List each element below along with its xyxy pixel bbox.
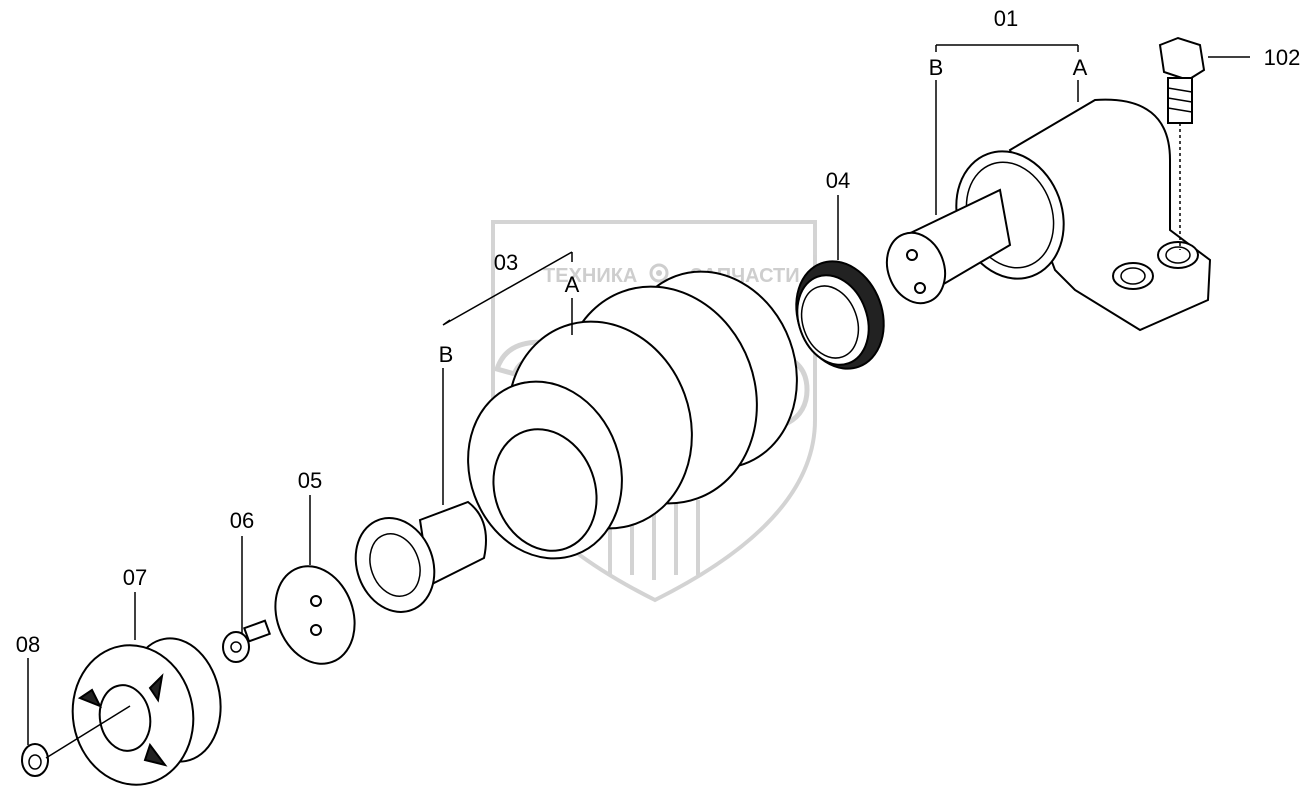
label-b-top: B — [929, 55, 944, 80]
label-07: 07 — [123, 565, 147, 590]
label-a-mid: A — [565, 272, 580, 297]
part-labels: 01 B A 102 04 03 A B 05 06 07 08 — [16, 6, 1301, 657]
label-01: 01 — [994, 6, 1018, 31]
part-03-roller — [467, 270, 798, 560]
label-05: 05 — [298, 468, 322, 493]
part-04-seal — [795, 260, 885, 370]
label-b-mid: B — [439, 342, 454, 367]
label-08: 08 — [16, 632, 40, 657]
part-102-bolt — [1158, 36, 1206, 250]
label-a-top: A — [1073, 55, 1088, 80]
part-07-cap — [71, 637, 222, 786]
leader-lines — [27, 44, 1250, 759]
part-06-screw — [222, 619, 272, 663]
label-06: 06 — [230, 508, 254, 533]
part-01-housing — [885, 98, 1212, 332]
part-08-plug — [21, 743, 49, 777]
label-03: 03 — [494, 250, 518, 275]
watermark-left-text: ТЕХНИКА — [543, 265, 637, 287]
label-04: 04 — [826, 168, 850, 193]
watermark-wheat — [608, 490, 700, 580]
bushing — [354, 500, 487, 613]
label-102: 102 — [1264, 45, 1301, 70]
gear-icon — [649, 263, 669, 283]
part-05-plate — [274, 565, 356, 665]
